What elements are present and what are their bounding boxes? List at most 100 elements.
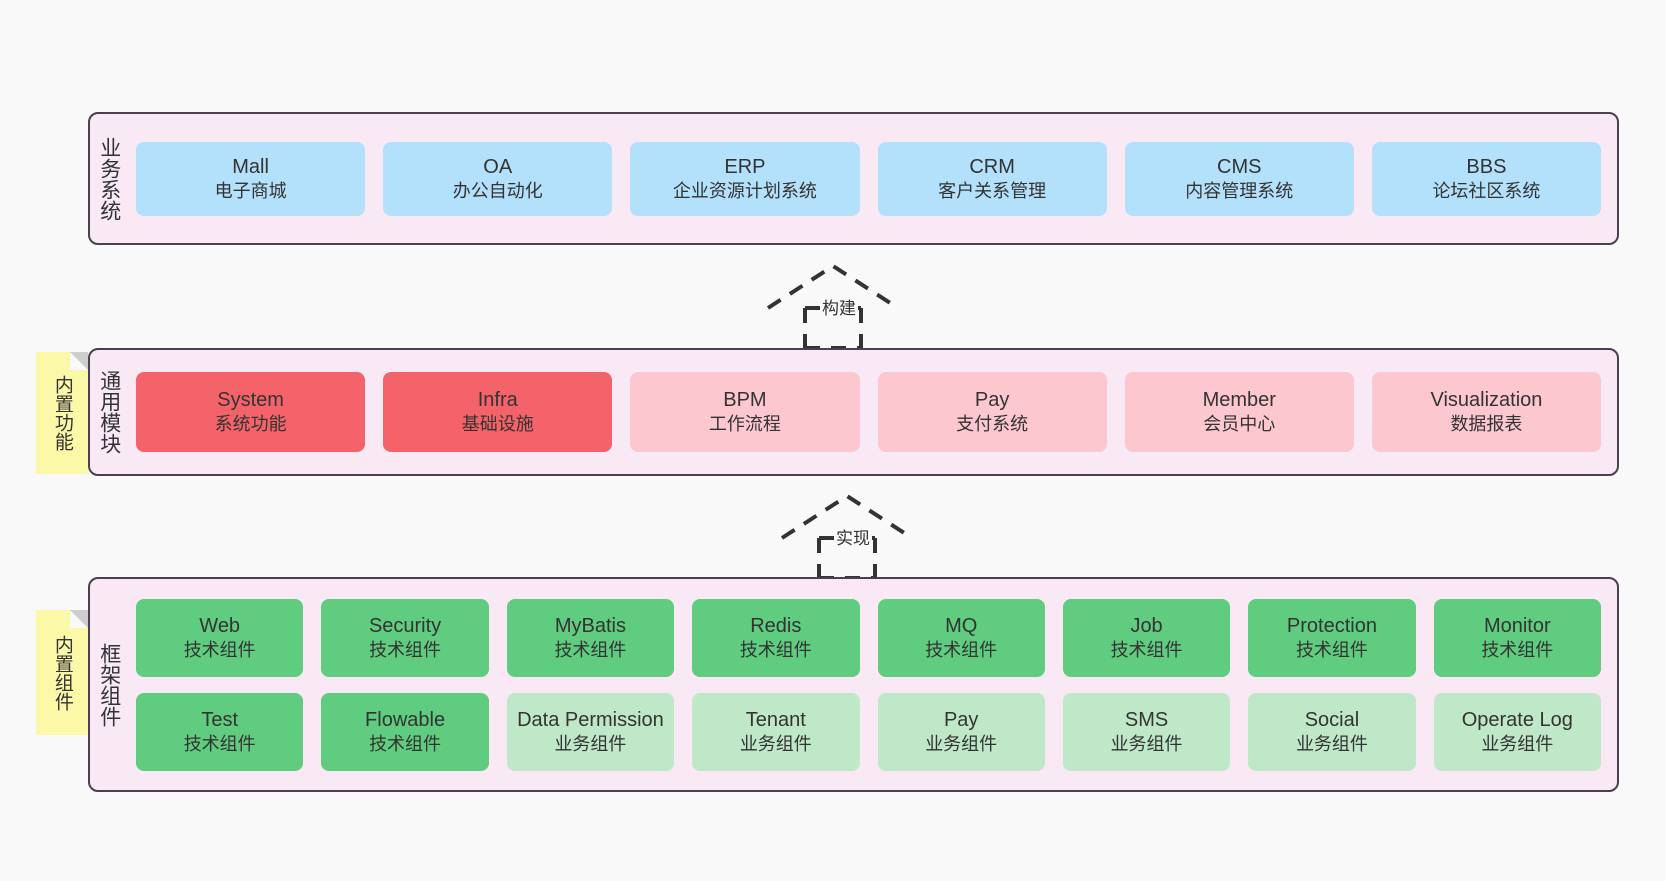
layer-framework-row-0: Web 技术组件 Security 技术组件 MyBatis 技术组件 Redi… — [136, 598, 1601, 677]
sticky-note-builtin-features: 内置功能 — [36, 352, 88, 474]
card-test[interactable]: Test 技术组件 — [136, 692, 304, 771]
card-web-title: Web — [199, 614, 241, 637]
card-tenant[interactable]: Tenant 业务组件 — [692, 692, 860, 771]
card-social[interactable]: Social 业务组件 — [1248, 692, 1416, 771]
card-erp-subtitle: 企业资源计划系统 — [672, 180, 817, 201]
arrow-implement: 实现 — [772, 492, 922, 580]
card-pay-component-title: Pay — [943, 708, 979, 731]
sticky-fold-corner-icon — [70, 352, 88, 370]
card-pay-module-title: Pay — [974, 389, 1010, 412]
card-mybatis-title: MyBatis — [554, 614, 626, 637]
layer-common-row-0: System 系统功能 Infra 基础设施 BPM 工作流程 Pay 支付系统… — [136, 372, 1602, 452]
card-flowable-title: Flowable — [365, 708, 446, 731]
layer-framework-components: 框架组件 Web 技术组件 Security 技术组件 MyBatis 技术组件… — [88, 577, 1619, 792]
card-job-title: Job — [1130, 614, 1163, 637]
card-crm-subtitle: 客户关系管理 — [938, 180, 1047, 201]
card-member[interactable]: Member 会员中心 — [1124, 372, 1354, 452]
card-bpm-title: BPM — [723, 389, 767, 412]
card-mq-subtitle: 技术组件 — [925, 639, 998, 660]
card-mq[interactable]: MQ 技术组件 — [877, 598, 1045, 677]
card-crm[interactable]: CRM 客户关系管理 — [877, 141, 1107, 216]
card-monitor-subtitle: 技术组件 — [1481, 639, 1554, 660]
card-system[interactable]: System 系统功能 — [136, 372, 366, 452]
card-monitor[interactable]: Monitor 技术组件 — [1433, 598, 1601, 677]
card-data-permission-title: Data Permission — [517, 708, 664, 731]
card-oa-subtitle: 办公自动化 — [452, 180, 543, 201]
card-infra[interactable]: Infra 基础设施 — [383, 372, 613, 452]
card-bbs[interactable]: BBS 论坛社区系统 — [1371, 141, 1602, 216]
card-pay-component-subtitle: 业务组件 — [925, 733, 998, 754]
arrow-implement-label: 实现 — [834, 524, 872, 549]
card-visualization-title: Visualization — [1430, 389, 1543, 412]
card-operate-log[interactable]: Operate Log 业务组件 — [1433, 692, 1601, 771]
card-web[interactable]: Web 技术组件 — [136, 598, 304, 677]
card-bbs-subtitle: 论坛社区系统 — [1432, 180, 1541, 201]
arrow-build: 构建 — [758, 262, 908, 350]
card-bbs-title: BBS — [1466, 155, 1507, 178]
layer-title-common: 通用模块 — [97, 370, 121, 454]
card-visualization-subtitle: 数据报表 — [1450, 414, 1523, 435]
card-test-title: Test — [201, 708, 239, 731]
card-member-subtitle: 会员中心 — [1203, 414, 1276, 435]
card-visualization[interactable]: Visualization 数据报表 — [1371, 372, 1602, 452]
layer-title-framework: 框架组件 — [97, 642, 121, 727]
card-flowable-subtitle: 技术组件 — [369, 733, 442, 754]
card-data-permission[interactable]: Data Permission 业务组件 — [506, 692, 675, 771]
card-erp-title: ERP — [724, 155, 766, 178]
card-bpm[interactable]: BPM 工作流程 — [630, 372, 860, 452]
card-oa[interactable]: OA 办公自动化 — [383, 141, 613, 216]
card-mall[interactable]: Mall 电子商城 — [136, 141, 366, 216]
card-erp[interactable]: ERP 企业资源计划系统 — [630, 141, 860, 216]
layer-body-business: Mall 电子商城 OA 办公自动化 ERP 企业资源计划系统 CRM 客户关系… — [128, 114, 1617, 243]
card-sms-title: SMS — [1124, 708, 1169, 731]
card-member-title: Member — [1202, 389, 1276, 412]
card-tenant-title: Tenant — [745, 708, 806, 731]
card-infra-title: Infra — [477, 389, 518, 412]
card-bpm-subtitle: 工作流程 — [708, 414, 781, 435]
sticky-fold-corner-icon — [70, 610, 88, 628]
card-data-permission-subtitle: 业务组件 — [554, 733, 627, 754]
card-tenant-subtitle: 业务组件 — [739, 733, 812, 754]
card-job[interactable]: Job 技术组件 — [1062, 598, 1231, 677]
card-mybatis[interactable]: MyBatis 技术组件 — [506, 598, 675, 677]
card-mall-subtitle: 电子商城 — [214, 180, 287, 201]
card-sms[interactable]: SMS 业务组件 — [1062, 692, 1231, 771]
sticky-note-builtin-components: 内置组件 — [36, 610, 88, 735]
card-security[interactable]: Security 技术组件 — [321, 598, 489, 677]
card-cms[interactable]: CMS 内容管理系统 — [1124, 141, 1354, 216]
card-cms-subtitle: 内容管理系统 — [1185, 180, 1294, 201]
card-redis-title: Redis — [750, 614, 802, 637]
card-pay-component[interactable]: Pay 业务组件 — [877, 692, 1045, 771]
layer-title-business: 业务系统 — [97, 136, 121, 221]
card-system-subtitle: 系统功能 — [214, 414, 287, 435]
card-crm-title: CRM — [969, 155, 1015, 178]
card-system-title: System — [217, 389, 284, 412]
card-oa-title: OA — [483, 155, 513, 178]
card-pay-module-subtitle: 支付系统 — [956, 414, 1029, 435]
card-social-title: Social — [1304, 708, 1360, 731]
card-monitor-title: Monitor — [1483, 614, 1551, 637]
card-mybatis-subtitle: 技术组件 — [554, 639, 627, 660]
card-security-title: Security — [368, 614, 442, 637]
card-protection[interactable]: Protection 技术组件 — [1248, 598, 1416, 677]
card-redis[interactable]: Redis 技术组件 — [692, 598, 860, 677]
arrow-build-label: 构建 — [820, 294, 858, 319]
layer-business-row-0: Mall 电子商城 OA 办公自动化 ERP 企业资源计划系统 CRM 客户关系… — [136, 141, 1602, 216]
card-operate-log-subtitle: 业务组件 — [1481, 733, 1554, 754]
card-operate-log-title: Operate Log — [1461, 708, 1573, 731]
sticky-note-builtin-components-label: 内置组件 — [51, 634, 73, 711]
card-redis-subtitle: 技术组件 — [739, 639, 812, 660]
layer-body-framework: Web 技术组件 Security 技术组件 MyBatis 技术组件 Redi… — [128, 579, 1617, 790]
card-mq-title: MQ — [945, 614, 978, 637]
card-flowable[interactable]: Flowable 技术组件 — [321, 692, 489, 771]
layer-common-modules: 通用模块 System 系统功能 Infra 基础设施 BPM 工作流程 Pay… — [88, 348, 1619, 476]
card-protection-subtitle: 技术组件 — [1295, 639, 1368, 660]
layer-framework-row-1: Test 技术组件 Flowable 技术组件 Data Permission … — [136, 692, 1601, 771]
card-web-subtitle: 技术组件 — [183, 639, 256, 660]
layer-body-common: System 系统功能 Infra 基础设施 BPM 工作流程 Pay 支付系统… — [128, 350, 1617, 474]
card-social-subtitle: 业务组件 — [1295, 733, 1368, 754]
card-test-subtitle: 技术组件 — [183, 733, 256, 754]
layer-business-systems: 业务系统 Mall 电子商城 OA 办公自动化 ERP 企业资源计划系统 CRM… — [88, 112, 1619, 245]
card-pay-module[interactable]: Pay 支付系统 — [877, 372, 1107, 452]
